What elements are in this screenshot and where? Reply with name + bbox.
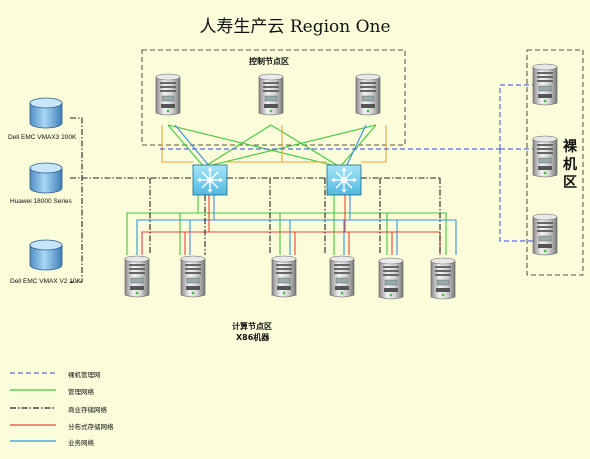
bare-metal-zone-boundary bbox=[526, 49, 584, 276]
bare-metal-node-1 bbox=[532, 63, 558, 106]
control-zone-label: 控制节点区 bbox=[249, 57, 289, 66]
compute-node-3 bbox=[271, 255, 297, 298]
bare-metal-node-2 bbox=[532, 135, 558, 178]
legend-label-1: 裸机管理网 bbox=[68, 372, 101, 379]
storage-array-3 bbox=[29, 239, 63, 271]
core-switch-2 bbox=[326, 164, 362, 196]
bare-metal-char-3: 区 bbox=[563, 175, 577, 191]
storage-label-3: Dell EMC VMAX V2 10K bbox=[10, 278, 81, 285]
orange-network-links bbox=[161, 125, 387, 163]
core-switch-1 bbox=[192, 164, 228, 196]
distributed-storage-network-links bbox=[141, 195, 441, 255]
service-network-links bbox=[136, 124, 457, 255]
compute-zone-sublabel: X86机器 bbox=[236, 333, 270, 342]
storage-array-2 bbox=[29, 162, 63, 194]
compute-node-6 bbox=[430, 257, 456, 300]
devices bbox=[29, 63, 558, 300]
storage-label-1: Dell EMC VMAX3 200K bbox=[8, 134, 77, 141]
legend-label-4: 分布式存储网络 bbox=[68, 424, 114, 431]
commercial-storage-network-links bbox=[70, 117, 441, 283]
control-node-3 bbox=[355, 73, 381, 116]
storage-label-2: Huawei 18000 Series bbox=[10, 198, 72, 205]
legend-swatches bbox=[10, 372, 56, 442]
bare-metal-char-2: 机 bbox=[563, 157, 577, 173]
legend-label-5: 业务网络 bbox=[68, 440, 94, 447]
control-node-2 bbox=[258, 73, 284, 116]
compute-node-1 bbox=[124, 255, 150, 298]
control-node-1 bbox=[155, 73, 181, 116]
compute-node-4 bbox=[329, 255, 355, 298]
bare-metal-node-3 bbox=[532, 213, 558, 256]
diagram-title: 人寿生产云 Region One bbox=[199, 17, 391, 37]
management-network-links bbox=[126, 124, 447, 255]
legend-label-2: 管理网络 bbox=[68, 389, 94, 396]
compute-zone-label: 计算节点区 bbox=[232, 322, 272, 331]
bare-metal-zone-label: 裸 机 区 bbox=[563, 138, 577, 192]
bare-metal-char-1: 裸 bbox=[563, 139, 577, 155]
control-zone-boundary bbox=[141, 49, 406, 146]
legend-label-3: 商业存储网络 bbox=[68, 407, 107, 414]
compute-node-5 bbox=[378, 257, 404, 300]
storage-array-1 bbox=[29, 97, 63, 129]
network-links bbox=[70, 84, 540, 283]
compute-node-2 bbox=[180, 255, 206, 298]
